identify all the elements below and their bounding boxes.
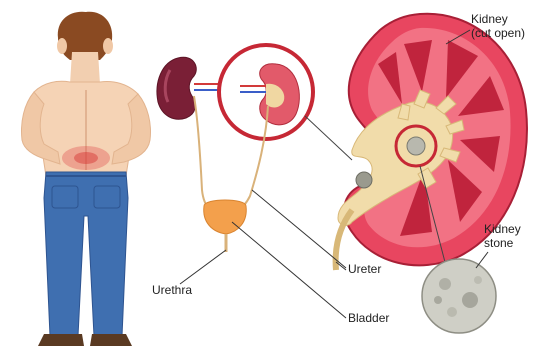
- stone-texture-2: [462, 292, 478, 308]
- stone-texture-3: [447, 307, 457, 317]
- person-jeans: [44, 172, 128, 336]
- label-ureter: Ureter: [348, 262, 381, 276]
- person-back-view: [22, 12, 151, 346]
- zoom-line: [305, 116, 352, 160]
- person-ear-right: [103, 38, 113, 54]
- leader-kidney-stone: [476, 252, 488, 268]
- stone-small-1: [356, 172, 372, 188]
- leader-urethra: [180, 250, 226, 284]
- label-bladder: Bladder: [348, 311, 389, 325]
- stone-texture-1: [439, 278, 451, 290]
- ureter-left: [194, 96, 210, 210]
- stone-large: [422, 259, 496, 333]
- label-urethra: Urethra: [152, 283, 192, 297]
- stone-small-2: [407, 137, 425, 155]
- kidney-left: [157, 57, 196, 119]
- person-neck: [70, 52, 100, 84]
- leader-bladder: [232, 222, 346, 318]
- stone-texture-5: [434, 296, 442, 304]
- person-shoe-left: [38, 334, 84, 346]
- pain-area-core: [74, 152, 98, 164]
- person-ear-left: [57, 38, 67, 54]
- stone-texture-4: [474, 276, 482, 284]
- person-shoe-right: [90, 334, 132, 346]
- label-kidney-stone: Kidney stone: [484, 222, 539, 250]
- label-kidney-cut-open: Kidney (cut open): [471, 12, 539, 40]
- leader-ureter-1: [252, 190, 346, 268]
